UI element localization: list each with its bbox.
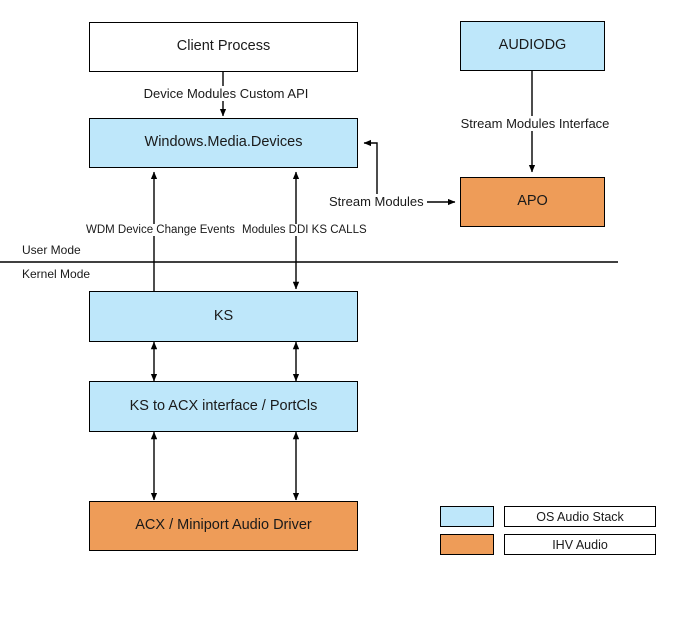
node-acx-miniport-audio-driver-label: ACX / Miniport Audio Driver [135, 517, 312, 534]
label-stream-modules: Stream Modules [326, 194, 427, 209]
node-client-process[interactable]: Client Process [89, 22, 358, 72]
label-user-mode: User Mode [20, 243, 83, 257]
node-ks-to-acx-portcls-label: KS to ACX interface / PortCls [129, 397, 318, 414]
legend-swatch-os-audio-stack [440, 506, 494, 527]
legend-label-os-audio-stack: OS Audio Stack [504, 506, 656, 527]
node-ks-label: KS [213, 307, 234, 324]
node-apo-label: APO [517, 193, 548, 210]
node-acx-miniport-audio-driver[interactable]: ACX / Miniport Audio Driver [89, 501, 358, 551]
node-ks-to-acx-portcls[interactable]: KS to ACX interface / PortCls [89, 381, 358, 432]
node-client-process-label: Client Process [176, 38, 271, 55]
label-modules-ddi-ks-calls: Modules DDI KS CALLS [240, 224, 369, 236]
node-audiodg[interactable]: AUDIODG [460, 21, 605, 71]
node-windows-media-devices[interactable]: Windows.Media.Devices [89, 118, 358, 168]
label-device-modules-custom-api: Device Modules Custom API [123, 86, 329, 101]
node-ks[interactable]: KS [89, 291, 358, 342]
legend-label-ihv-audio: IHV Audio [504, 534, 656, 555]
node-windows-media-devices-label: Windows.Media.Devices [144, 134, 303, 151]
label-kernel-mode: Kernel Mode [20, 267, 93, 281]
label-wdm-device-change-events: WDM Device Change Events [84, 224, 237, 236]
node-apo[interactable]: APO [460, 177, 605, 227]
node-audiodg-label: AUDIODG [498, 37, 567, 54]
legend-swatch-ihv-audio [440, 534, 494, 555]
label-stream-modules-interface: Stream Modules Interface [437, 116, 633, 131]
